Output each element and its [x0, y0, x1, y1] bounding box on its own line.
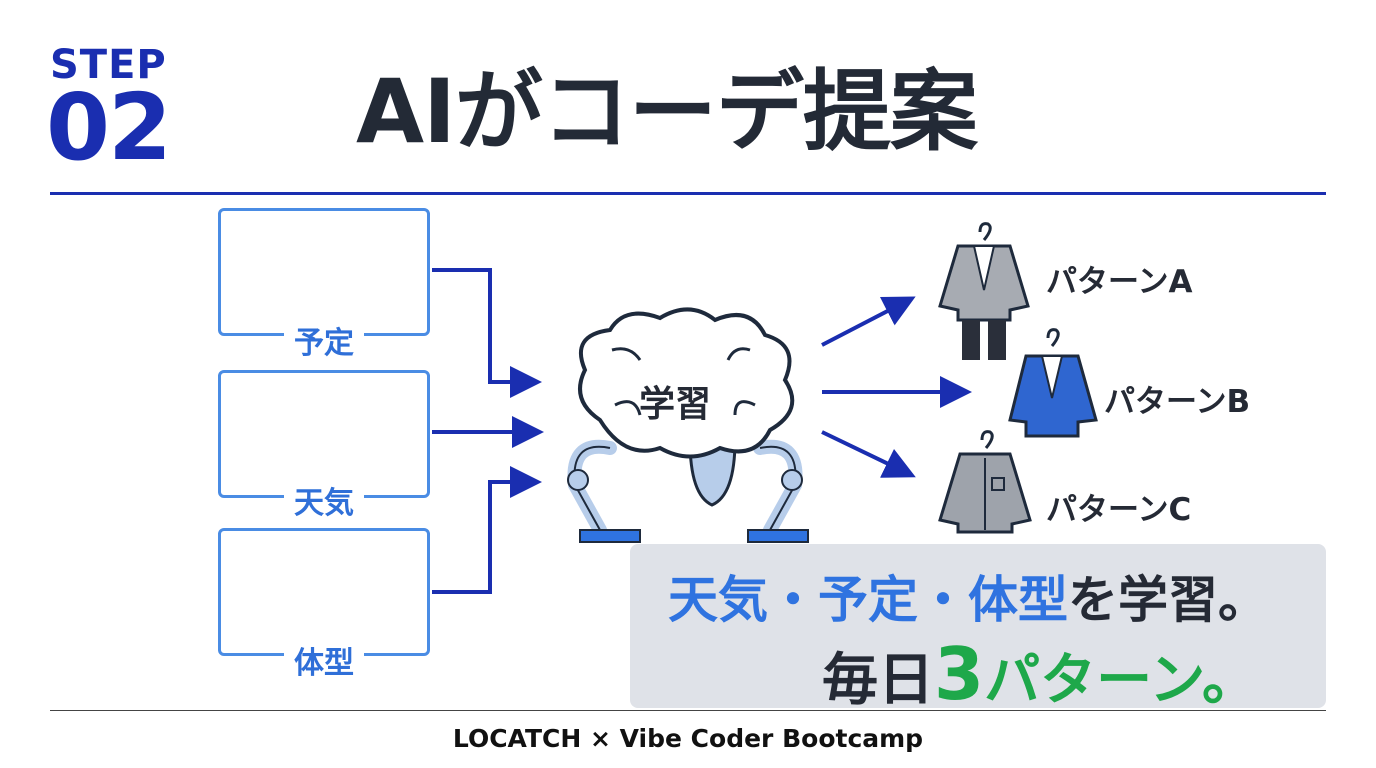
arrow-pattern-c: [821, 430, 916, 478]
footer-divider: [50, 710, 1326, 711]
brain-label: 学習: [638, 384, 711, 425]
step-label: STEP: [50, 42, 167, 88]
step-number: 02: [46, 74, 172, 181]
connector-schedule: [432, 268, 542, 398]
input-label-schedule: 予定: [218, 318, 430, 362]
connector-body: [432, 466, 542, 594]
arrow-pattern-a: [821, 296, 916, 347]
pattern-b-label: パターンB: [1104, 384, 1251, 420]
callout-line2-suffix: パターン。: [984, 648, 1258, 713]
shirt-on-hanger-icon: [938, 430, 1032, 534]
input-box-schedule: [218, 208, 430, 336]
callout-line1-rest: を学習。: [1068, 571, 1268, 629]
input-label-body: 体型: [218, 638, 430, 682]
blue-jacket-on-hanger-icon: [1008, 328, 1098, 438]
output-arrows: [821, 296, 972, 478]
input-label-weather: 天気: [218, 478, 430, 522]
brain-icon: [578, 307, 795, 459]
footer-text: LOCATCH × Vibe Coder Bootcamp: [452, 724, 924, 753]
pattern-c-label: パターンC: [1046, 492, 1192, 528]
callout-line-2: 毎日3パターン。: [822, 632, 1258, 716]
callout-line2-prefix: 毎日: [822, 648, 934, 713]
callout-box: [630, 544, 1326, 708]
callout-line-1: 天気・予定・体型を学習。: [668, 560, 1268, 632]
input-connectors: [432, 268, 544, 594]
page-title: AIがコーデ提案: [356, 60, 978, 163]
callout-highlight: 天気・予定・体型: [668, 571, 1068, 629]
input-box-body: [218, 528, 430, 656]
suit-on-hanger-icon: [938, 222, 1030, 360]
header-divider: [50, 192, 1326, 195]
pattern-a-label: パターンA: [1046, 264, 1193, 300]
callout-number: 3: [934, 632, 985, 716]
